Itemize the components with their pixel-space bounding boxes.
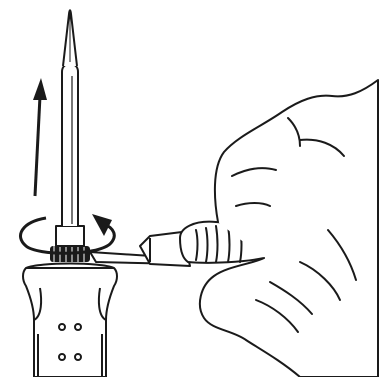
handle-grip-icon [23, 264, 117, 377]
pull-up-arrow-icon [33, 78, 47, 196]
hand-with-wrench-icon [180, 80, 378, 377]
wrench-icon [90, 232, 190, 266]
